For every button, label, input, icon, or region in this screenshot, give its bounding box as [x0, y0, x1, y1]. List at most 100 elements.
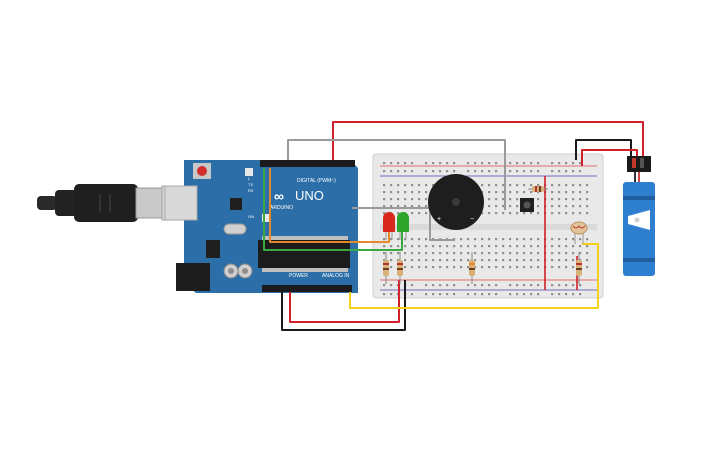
breadboard-hole	[530, 170, 533, 173]
breadboard-hole	[586, 198, 589, 201]
breadboard-hole	[467, 238, 470, 241]
breadboard-hole	[558, 284, 561, 287]
breadboard-hole	[565, 245, 568, 248]
digital-pwm-label: DIGITAL (PWM~)	[297, 178, 336, 184]
wire-green-led	[263, 168, 403, 251]
breadboard-hole	[537, 284, 540, 287]
breadboard-hole	[509, 184, 512, 187]
breadboard-hole	[488, 191, 491, 194]
breadboard-hole	[411, 259, 414, 262]
breadboard-hole	[418, 212, 421, 215]
breadboard-hole	[537, 205, 540, 208]
breadboard-hole	[509, 170, 512, 173]
breadboard-hole	[495, 212, 498, 215]
breadboard-hole	[537, 293, 540, 296]
breadboard-hole	[446, 162, 449, 165]
breadboard-hole	[565, 293, 568, 296]
breadboard-hole	[579, 198, 582, 201]
breadboard-hole	[390, 284, 393, 287]
breadboard-hole	[551, 284, 554, 287]
breadboard-hole	[579, 184, 582, 187]
breadboard-hole	[565, 212, 568, 215]
arduino-infinity-logo: ∞	[274, 188, 284, 204]
breadboard-hole	[509, 252, 512, 255]
breadboard-hole	[579, 252, 582, 255]
wire-black-gnd	[281, 280, 406, 331]
breadboard-hole	[551, 266, 554, 269]
breadboard-hole	[397, 184, 400, 187]
breadboard-hole	[425, 212, 428, 215]
breadboard-hole	[467, 162, 470, 165]
breadboard-hole	[558, 238, 561, 241]
breadboard-hole	[425, 259, 428, 262]
breadboard-hole	[509, 238, 512, 241]
breadboard-hole	[530, 212, 533, 215]
breadboard-hole	[565, 266, 568, 269]
breadboard-hole	[502, 245, 505, 248]
breadboard-hole	[425, 252, 428, 255]
breadboard-hole	[579, 212, 582, 215]
breadboard-hole	[481, 284, 484, 287]
breadboard-hole	[530, 238, 533, 241]
breadboard-hole	[572, 293, 575, 296]
breadboard-hole	[516, 284, 519, 287]
breadboard-hole	[439, 245, 442, 248]
breadboard-hole	[551, 238, 554, 241]
breadboard-hole	[418, 238, 421, 241]
breadboard-hole	[523, 162, 526, 165]
breadboard-hole	[488, 162, 491, 165]
breadboard-hole	[565, 205, 568, 208]
breadboard-hole	[509, 212, 512, 215]
breadboard-hole	[453, 245, 456, 248]
breadboard-hole	[383, 245, 386, 248]
breadboard-hole	[495, 198, 498, 201]
breadboard-hole	[551, 205, 554, 208]
breadboard-hole	[418, 205, 421, 208]
breadboard-hole	[558, 205, 561, 208]
breadboard-hole	[537, 245, 540, 248]
breadboard-hole	[418, 252, 421, 255]
breadboard-hole	[383, 205, 386, 208]
breadboard-hole	[488, 170, 491, 173]
breadboard-hole	[474, 252, 477, 255]
rx-label: RX	[248, 188, 254, 193]
breadboard-hole	[579, 170, 582, 173]
breadboard-hole	[516, 293, 519, 296]
wire-gray-signal	[287, 139, 506, 210]
breadboard-hole	[467, 252, 470, 255]
power-label: POWER	[289, 273, 308, 279]
breadboard-hole	[523, 284, 526, 287]
breadboard-hole	[390, 252, 393, 255]
breadboard-hole	[474, 170, 477, 173]
power-jack	[176, 263, 210, 291]
breadboard-hole	[551, 162, 554, 165]
breadboard-hole	[474, 293, 477, 296]
breadboard-hole	[572, 238, 575, 241]
breadboard-hole	[558, 191, 561, 194]
resistors	[383, 186, 582, 284]
breadboard-hole	[418, 266, 421, 269]
breadboard-hole	[572, 198, 575, 201]
breadboard-hole	[495, 238, 498, 241]
breadboard-hole	[439, 284, 442, 287]
breadboard-hole	[523, 259, 526, 262]
breadboard-hole	[404, 162, 407, 165]
breadboard-hole	[537, 252, 540, 255]
breadboard-hole	[523, 170, 526, 173]
breadboard-hole	[439, 252, 442, 255]
wire-red-5v	[289, 280, 400, 323]
breadboard-hole	[495, 184, 498, 187]
breadboard-hole	[397, 162, 400, 165]
breadboard-hole	[502, 212, 505, 215]
breadboard-hole	[411, 245, 414, 248]
breadboard-hole	[439, 259, 442, 262]
breadboard-hole	[523, 212, 526, 215]
breadboard-hole	[439, 293, 442, 296]
breadboard-hole	[383, 238, 386, 241]
breadboard-hole	[495, 284, 498, 287]
breadboard-hole	[530, 184, 533, 187]
breadboard-hole	[481, 293, 484, 296]
l-led-label: L	[248, 176, 251, 181]
breadboard-hole	[404, 184, 407, 187]
